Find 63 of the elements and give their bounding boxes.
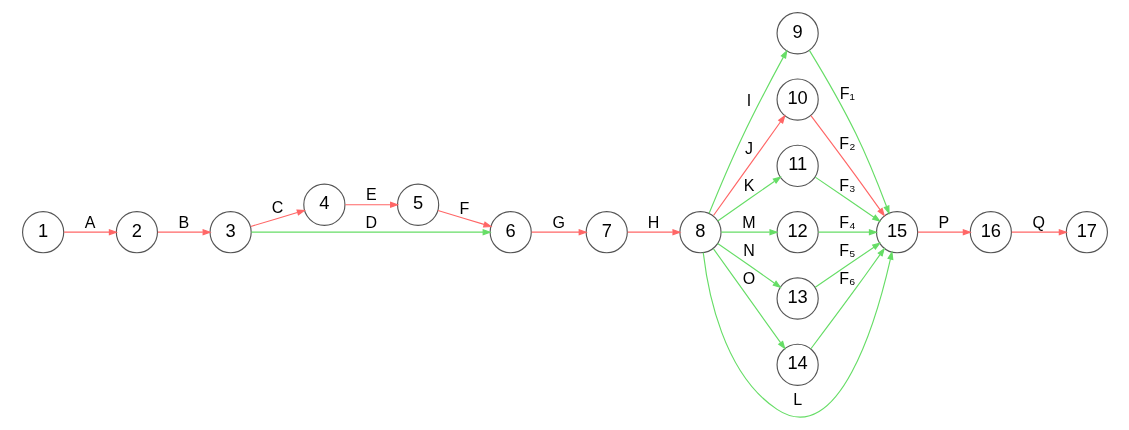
- edge-label: L: [792, 391, 802, 409]
- arrow: [814, 176, 881, 223]
- edge-label: I: [746, 91, 751, 109]
- node-circle: 8: [678, 211, 722, 254]
- arrow: [809, 247, 885, 350]
- node-circle: 9: [776, 12, 819, 55]
- node-circle: 17: [1065, 211, 1108, 254]
- edge-label: F₄: [838, 213, 856, 231]
- node-circle: 7: [585, 211, 628, 254]
- node-circle: 3: [209, 211, 252, 254]
- node-circle: 4: [302, 183, 345, 226]
- arrow: [626, 228, 682, 236]
- arrow: [817, 228, 878, 236]
- edge-label: O: [742, 269, 755, 287]
- arrow: [250, 228, 492, 236]
- arrow: [1010, 228, 1068, 236]
- arrow: [530, 228, 588, 236]
- arrow: [156, 228, 212, 236]
- arrow: [917, 228, 972, 236]
- arrow: [808, 49, 890, 215]
- arrow: [809, 115, 885, 217]
- arrow: [708, 49, 788, 214]
- arrow: [63, 228, 118, 236]
- edge-label: F₁: [839, 84, 855, 102]
- edge-label: P: [938, 213, 949, 231]
- arrow: [814, 242, 881, 288]
- node-circle: 2: [115, 211, 158, 254]
- edge-label: E: [365, 186, 377, 204]
- node-circle: 16: [969, 211, 1012, 254]
- node-circle: 11: [776, 144, 819, 188]
- edge-label: F₆: [838, 269, 855, 287]
- arrow: [716, 242, 782, 289]
- edge-label: Q: [1032, 213, 1045, 231]
- arrow: [720, 228, 779, 236]
- edge-label: G: [551, 213, 565, 231]
- arrow: [249, 209, 306, 228]
- node-circle: 6: [489, 211, 532, 254]
- arrow: [702, 250, 893, 418]
- arrow: [712, 248, 786, 350]
- edge-label: B: [177, 213, 189, 231]
- edge-label: F: [459, 200, 469, 218]
- edge-label: J: [744, 139, 753, 157]
- edge-label: C: [271, 198, 283, 216]
- edge-label: M: [741, 213, 756, 231]
- arrow: [716, 176, 782, 222]
- edge-label: F₂: [838, 134, 855, 152]
- arrow: [344, 201, 399, 208]
- edge-label: F₅: [838, 242, 855, 260]
- edge-label: K: [743, 177, 754, 195]
- edge-label: D: [364, 213, 377, 231]
- arrow: [712, 114, 786, 217]
- node-circle: 10: [776, 78, 819, 121]
- edge-label: A: [84, 213, 95, 231]
- node-circle: 14: [776, 343, 819, 386]
- node-circle: 13: [776, 277, 819, 320]
- edge-label: F₃: [838, 177, 856, 195]
- edge-label: N: [742, 242, 755, 260]
- node-circle: 15: [875, 211, 918, 254]
- node-circle: 12: [776, 211, 819, 254]
- edge-label: H: [647, 213, 659, 231]
- node-circle: 5: [396, 183, 439, 226]
- arrow: [436, 209, 493, 228]
- node-circle: 1: [21, 211, 64, 254]
